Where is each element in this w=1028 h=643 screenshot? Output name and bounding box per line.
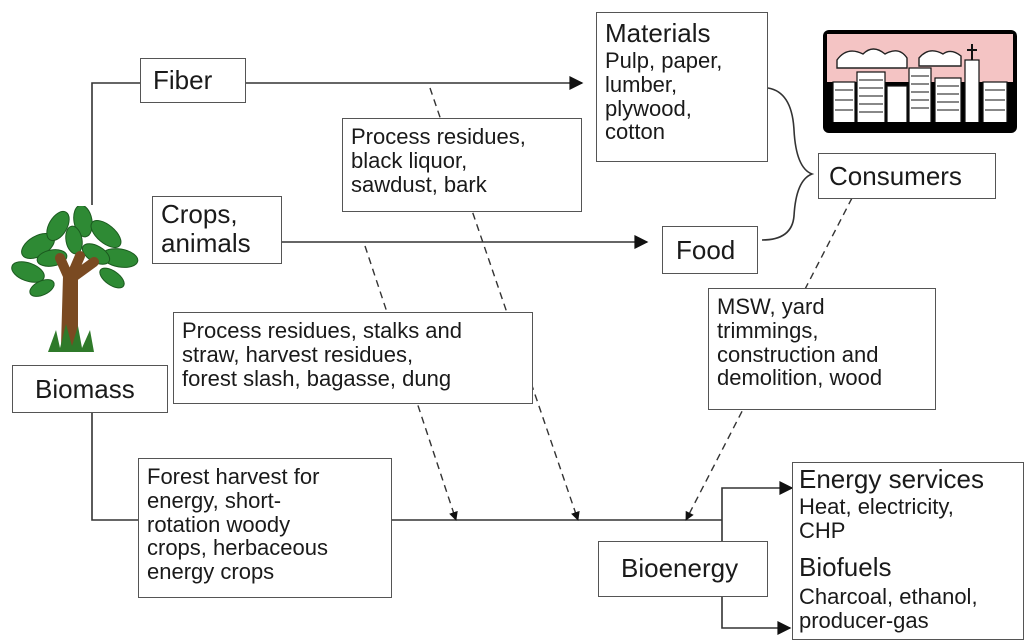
biofuels-title: Biofuels bbox=[799, 552, 892, 582]
energy-crops-note: Forest harvest for energy, short- rotati… bbox=[138, 458, 392, 598]
food-node: Food bbox=[662, 226, 758, 274]
crops-animals-label: Crops, animals bbox=[161, 199, 251, 259]
materials-title: Materials bbox=[605, 18, 711, 48]
municipal-waste-note: MSW, yard trimmings, construction and de… bbox=[708, 288, 936, 410]
crop-residues-note: Process residues, stalks and straw, harv… bbox=[173, 312, 533, 404]
crop-residues-text: Process residues, stalks and straw, harv… bbox=[182, 318, 463, 391]
bioenergy-label: Bioenergy bbox=[621, 553, 739, 583]
outputs-box: Energy services Heat, electricity, CHP B… bbox=[792, 462, 1024, 640]
bioenergy-branch bbox=[721, 481, 794, 520]
consumers-label: Consumers bbox=[829, 161, 962, 191]
consumers-node: Consumers bbox=[818, 153, 996, 199]
biomass-to-bioenergy-line bbox=[91, 412, 138, 521]
crops-animals-node: Crops, animals bbox=[152, 196, 282, 264]
food-label: Food bbox=[676, 235, 736, 265]
energy-crops-text: Forest harvest for energy, short- rotati… bbox=[147, 464, 328, 584]
fiber-node: Fiber bbox=[140, 58, 246, 103]
biomass-node: Biomass bbox=[12, 365, 168, 413]
biomass-label: Biomass bbox=[35, 374, 135, 404]
materials-items: Pulp, paper, lumber, plywood, cotton bbox=[605, 48, 723, 145]
biofuels-items: Charcoal, ethanol, producer-gas bbox=[799, 584, 978, 633]
materials-node: Materials Pulp, paper, lumber, plywood, … bbox=[596, 12, 768, 162]
materials-food-brace bbox=[761, 87, 815, 241]
fiber-flow-line bbox=[91, 82, 140, 205]
energy-services-items: Heat, electricity, CHP bbox=[799, 494, 954, 543]
city-skyline-icon bbox=[823, 30, 1017, 133]
bioenergy-node: Bioenergy bbox=[598, 541, 768, 597]
fiber-residues-text: Process residues, black liquor, sawdust,… bbox=[351, 124, 526, 197]
energy-services-title: Energy services bbox=[799, 464, 984, 494]
fiber-label: Fiber bbox=[153, 65, 213, 95]
fiber-residues-note: Process residues, black liquor, sawdust,… bbox=[342, 118, 582, 212]
tree-icon bbox=[8, 204, 140, 354]
municipal-waste-text: MSW, yard trimmings, construction and de… bbox=[717, 294, 883, 391]
